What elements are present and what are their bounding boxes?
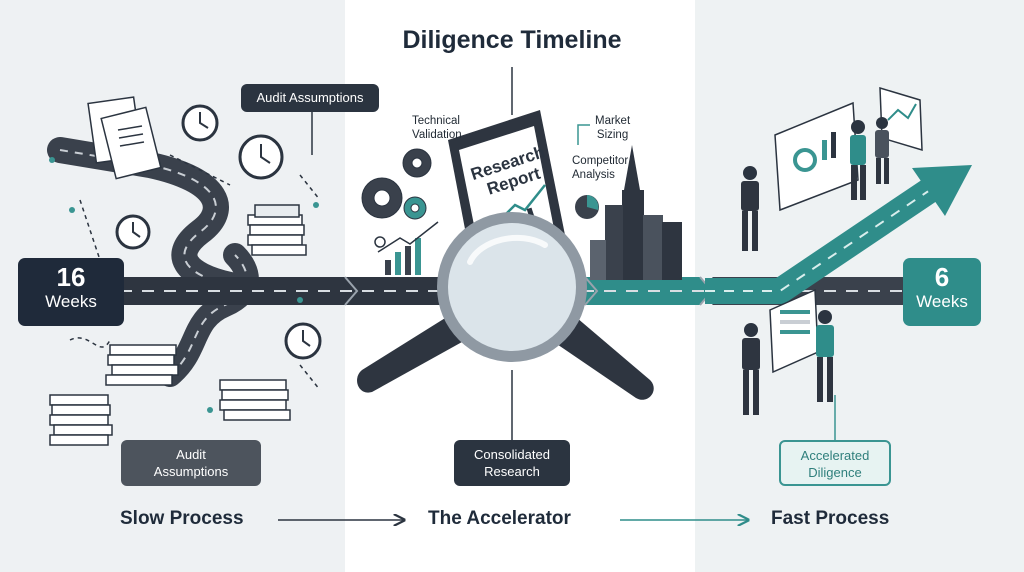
presentation-board: [769, 86, 923, 374]
technical-validation-line1: Technical: [412, 115, 460, 127]
diagram-title: Diligence Timeline: [402, 26, 622, 54]
center-callout-line2: Research: [484, 464, 540, 479]
market-sizing-line1: Market: [595, 115, 631, 127]
market-sizing-line2: Sizing: [596, 129, 629, 141]
market-sizing-label: Market Sizing: [595, 114, 630, 142]
left-callout-bottom: Audit Assumptions: [121, 440, 261, 486]
people-figures: [741, 117, 889, 415]
magnifying-glass-icon: [357, 212, 654, 400]
competitor-analysis-line2: Analysis: [572, 169, 615, 181]
phase-label-slow: Slow Process: [120, 508, 244, 529]
right-duration-badge: 6 Weeks: [903, 258, 981, 326]
paper-stack-icon: [49, 96, 307, 446]
right-duration-unit: Weeks: [916, 292, 968, 311]
growth-arrow: [705, 165, 972, 304]
market-sizing-connector: [577, 124, 590, 145]
tangled-road: [47, 137, 259, 387]
clock-icon: [115, 104, 322, 360]
right-duration-number: 6: [934, 262, 950, 292]
left-duration-badge: 16 Weeks: [18, 258, 124, 326]
left-callout-bottom-line2: Assumptions: [153, 464, 229, 479]
left-callout-top: Audit Assumptions: [241, 84, 379, 112]
right-callout-line1: Accelerated: [800, 448, 870, 463]
center-callout: Consolidated Research: [454, 440, 570, 486]
pie-chart-icon: [575, 195, 599, 219]
phase-label-fast: Fast Process: [771, 508, 890, 529]
right-callout: Accelerated Diligence: [779, 440, 891, 486]
left-duration-number: 16: [56, 262, 86, 292]
bar-chart-icon: [374, 221, 439, 275]
center-callout-line1: Consolidated: [474, 447, 550, 462]
gear-icon: [361, 148, 432, 220]
left-callout-bottom-line1: Audit: [176, 447, 206, 462]
city-skyline-icon: [590, 145, 682, 280]
decorative-dots: [49, 157, 319, 413]
technical-validation-line2: Validation: [412, 129, 462, 141]
technical-validation-label: Technical Validation: [412, 114, 462, 142]
left-duration-unit: Weeks: [45, 292, 97, 311]
competitor-analysis-label: Competitor Analysis: [572, 154, 628, 182]
right-callout-line2: Diligence: [808, 465, 862, 480]
competitor-analysis-line1: Competitor: [572, 155, 629, 167]
phase-label-accelerator: The Accelerator: [428, 508, 571, 529]
